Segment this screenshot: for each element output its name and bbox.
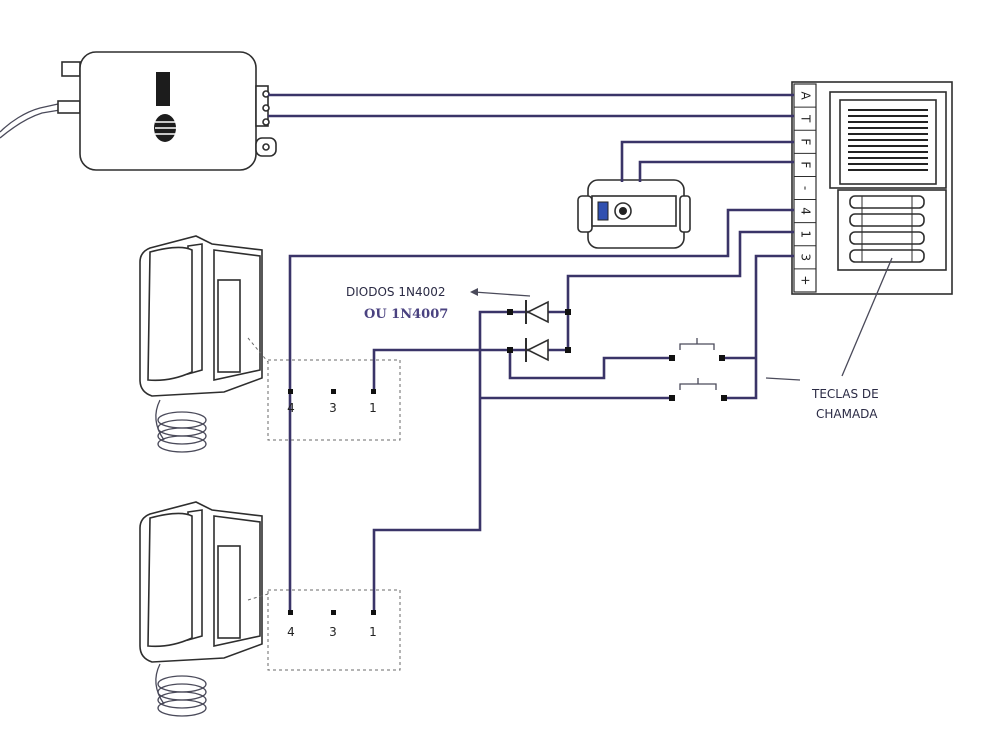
terminals-lower: 4 3 1 (287, 610, 377, 639)
panel-terminal-label: 4 (799, 207, 813, 215)
panel-terminal-label: F (799, 138, 813, 145)
handset-upper (139, 235, 269, 453)
diode-label: DIODOS 1N4002 (346, 285, 446, 299)
handset-lower (139, 501, 269, 717)
terminals-upper: 4 3 1 (287, 389, 377, 415)
wiring (268, 93, 794, 612)
panel-terminal-label: 3 (799, 254, 813, 262)
terminal-box-upper (267, 359, 401, 441)
brand-logo (154, 72, 176, 142)
panel-terminal-label: + (799, 275, 813, 285)
call-buttons (849, 195, 925, 263)
terminal-label: 1 (369, 625, 377, 639)
call-key-switch-upper (669, 338, 725, 361)
door-panel: A T F F - 4 1 3 + (791, 81, 953, 295)
terminal-label: 4 (287, 401, 295, 415)
panel-terminal-label: - (799, 186, 813, 190)
keys-label-line1: TECLAS DE (811, 387, 879, 401)
keys-label-line2: CHAMADA (816, 407, 878, 421)
panel-terminal-label: 1 (799, 230, 813, 238)
terminal-label: 4 (287, 625, 295, 639)
terminal-label: 3 (329, 625, 337, 639)
speaker-grille (848, 109, 928, 171)
panel-terminal-label: F (799, 161, 813, 168)
call-key-switch-lower (669, 378, 727, 401)
coiled-cord-lower (155, 663, 207, 717)
diode-lower (507, 338, 571, 362)
diode-upper (507, 300, 571, 324)
terminal-label: 1 (369, 401, 377, 415)
coiled-cord-upper (155, 399, 207, 453)
panel-terminal-label: A (799, 91, 813, 100)
electric-lock (577, 179, 691, 249)
power-supply-unit (0, 51, 277, 171)
panel-terminal-label: T (799, 114, 813, 123)
diode-alt-label: OU 1N4007 (364, 307, 448, 322)
terminal-box-lower (267, 589, 401, 671)
terminal-label: 3 (329, 401, 337, 415)
